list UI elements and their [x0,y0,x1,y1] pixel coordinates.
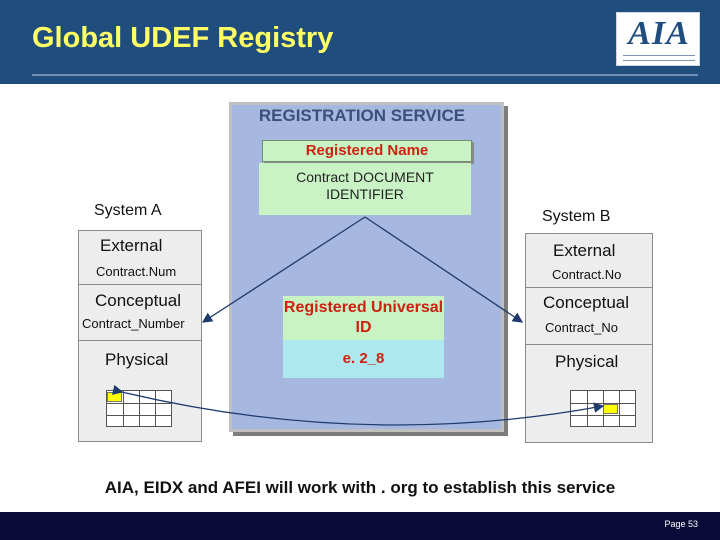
system-a-divider [79,284,201,285]
logo-text: AIA [628,15,690,52]
system-b-divider [526,344,652,345]
footnote-text: AIA, EIDX and AFEI will work with . org … [104,478,616,497]
system-b-divider [526,287,652,288]
slide-title: Global UDEF Registry [32,22,334,54]
slide-footer: Page 53 [0,512,720,540]
system-a-physical-table-icon [106,390,172,427]
table-col-line [123,391,124,426]
registered-universal-id-box: Registered Universal ID [283,296,444,340]
document-identifier-box: Contract DOCUMENT IDENTIFIER [259,163,471,215]
system-a-external-value: Contract.Num [96,264,177,279]
universal-id-value-box: e. 2_8 [283,340,444,378]
title-divider [32,74,698,76]
system-a-divider [79,340,201,341]
table-col-line [619,391,620,426]
registration-service-title: REGISTRATION SERVICE [258,106,466,125]
system-a-conceptual: Conceptual [95,291,182,310]
slide-header: Global UDEF Registry AIA [0,0,720,84]
system-b-conceptual-value: Contract_No [545,320,618,335]
system-a-conceptual-value: Contract_Number [82,316,185,331]
highlighted-cell [107,392,122,402]
system-b-physical-table-icon [570,390,636,427]
system-a-external: External [100,236,163,255]
system-b-external-value: Contract.No [552,267,622,282]
system-b-external: External [553,241,616,260]
system-b-conceptual: Conceptual [543,293,630,312]
system-b-physical: Physical [555,352,619,371]
aia-logo: AIA [616,12,700,66]
table-col-line [139,391,140,426]
registered-name-box: Registered Name [262,140,472,162]
logo-subtitle-lines [623,55,695,61]
system-b-label: System B [542,208,611,225]
table-col-line [155,391,156,426]
highlighted-cell [603,404,618,414]
system-a-physical: Physical [105,350,169,369]
table-col-line [587,391,588,426]
page-number: Page 53 [664,519,698,529]
system-a-label: System A [94,202,162,219]
